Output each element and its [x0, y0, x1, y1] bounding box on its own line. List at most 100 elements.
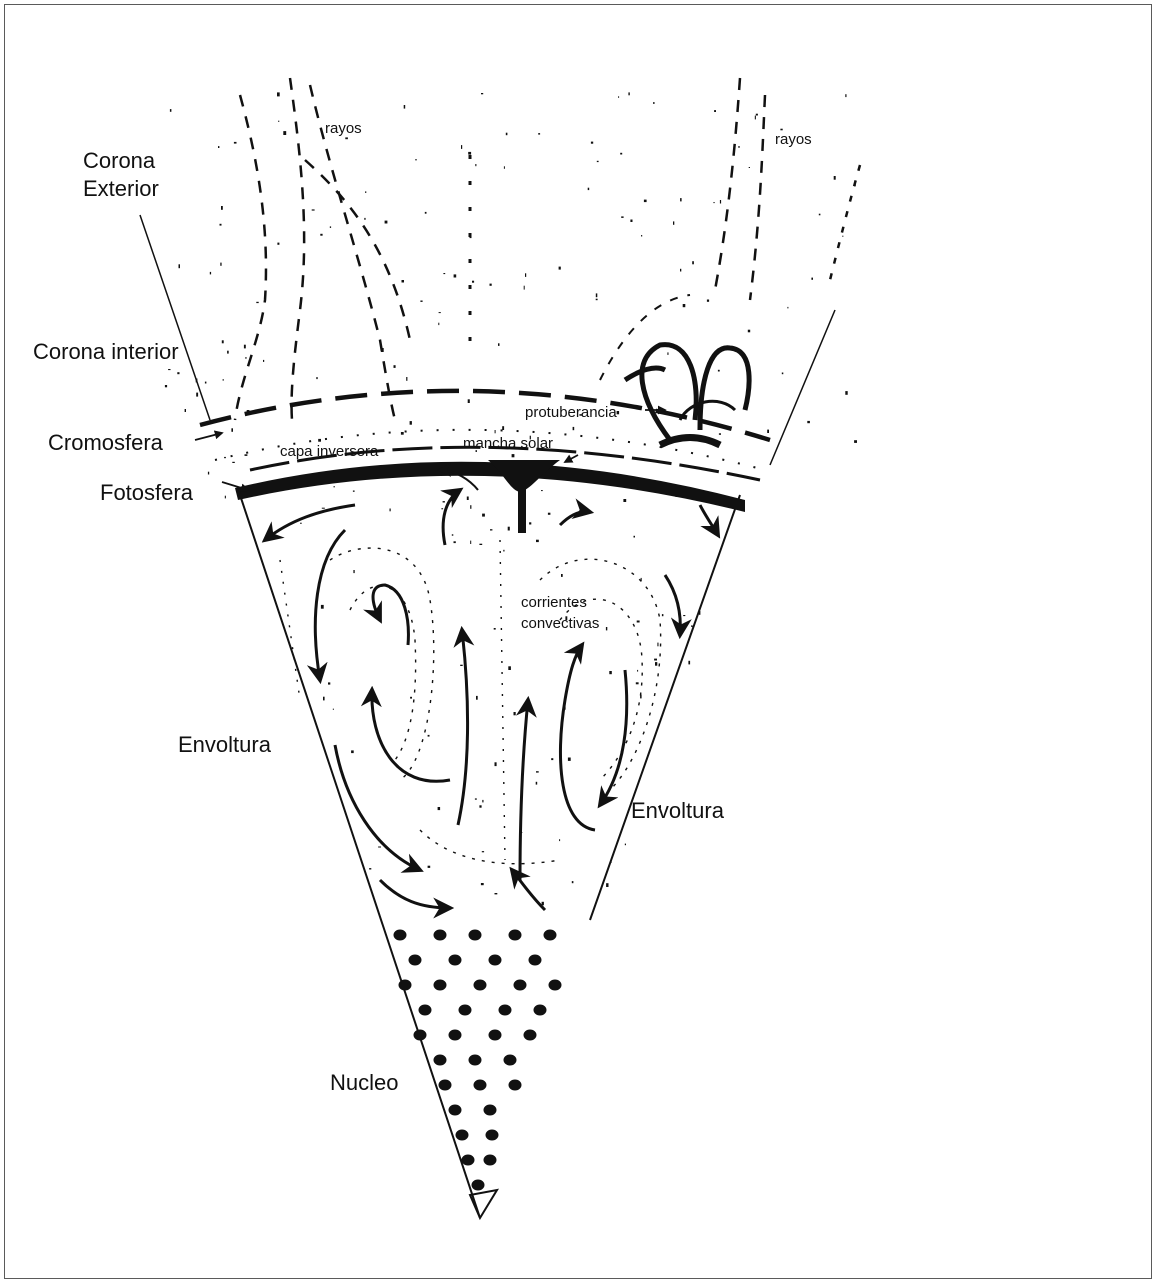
- speckle-dot: [692, 261, 694, 264]
- speckle-dot: [208, 472, 209, 475]
- core-dot: [459, 1005, 472, 1016]
- speckle-dot: [406, 377, 407, 381]
- speckle-dot: [536, 771, 539, 772]
- speckle-dot: [495, 430, 496, 433]
- speckle-dot: [443, 501, 445, 502]
- speckle-dot: [263, 360, 264, 362]
- speckle-dot: [498, 343, 500, 346]
- envelope-flow-lines: [280, 540, 661, 864]
- core-dot: [399, 980, 412, 991]
- speckle-dot: [394, 365, 396, 368]
- speckle-dot: [351, 750, 354, 753]
- speckle-dot: [683, 304, 686, 307]
- speckle-dot: [811, 278, 813, 280]
- speckle-dot: [283, 131, 286, 135]
- speckle-dot: [470, 541, 471, 544]
- speckle-dot: [707, 300, 709, 302]
- speckle-dot: [232, 462, 235, 463]
- speckle-dot: [225, 496, 226, 499]
- speckle-dot: [819, 214, 821, 216]
- speckle-dot: [256, 302, 258, 303]
- speckle-dot: [494, 628, 496, 630]
- speckle-dot: [502, 426, 504, 430]
- label-corona-interior: Corona interior: [33, 339, 179, 364]
- core-dot: [474, 1080, 487, 1091]
- speckle-dot: [504, 166, 505, 169]
- speckle-dot: [196, 393, 198, 397]
- speckle-dot: [636, 682, 639, 684]
- speckle-dot: [223, 379, 224, 380]
- speckle-dot: [210, 272, 211, 275]
- speckle-dot: [630, 220, 632, 223]
- speckle-dot: [476, 696, 478, 700]
- core-dot: [524, 1030, 537, 1041]
- speckle-dot: [220, 224, 222, 226]
- speckle-dot: [490, 529, 492, 530]
- core-dot: [534, 1005, 547, 1016]
- label-protuberancia: protuberancia: [525, 404, 617, 421]
- speckle-dot: [468, 399, 470, 403]
- speckle-dot: [231, 428, 233, 432]
- speckle-dot: [218, 146, 219, 148]
- speckle-dot: [514, 712, 516, 715]
- speckle-dot: [845, 94, 846, 97]
- speckle-dot: [657, 643, 658, 647]
- speckle-dot: [185, 409, 186, 412]
- core-dot: [489, 955, 502, 966]
- speckle-dot: [353, 570, 354, 573]
- speckle-dot: [278, 121, 279, 122]
- speckle-dot: [402, 280, 405, 283]
- speckle-dot: [845, 391, 847, 395]
- speckle-dot: [365, 191, 366, 193]
- speckle-dot: [625, 844, 626, 846]
- core-dot: [419, 1005, 432, 1016]
- speckle-dot: [597, 161, 599, 162]
- speckle-dot: [420, 301, 422, 302]
- speckle-dot: [680, 269, 681, 272]
- core-dot: [474, 980, 487, 991]
- speckle-dot: [673, 221, 674, 224]
- speckle-dot: [529, 522, 531, 524]
- core-dot: [469, 930, 482, 941]
- speckle-dot: [410, 421, 412, 425]
- speckle-dot: [165, 385, 167, 387]
- speckle-dot: [637, 621, 640, 623]
- label-envoltura-left: Envoltura: [178, 732, 272, 757]
- speckle-dot: [572, 881, 574, 883]
- core-dot: [434, 930, 447, 941]
- speckle-dot: [415, 159, 417, 160]
- speckle-dot: [245, 454, 248, 456]
- label-capa-inversora: capa inversora: [280, 443, 379, 460]
- core-dot: [484, 1155, 497, 1166]
- convection-currents: [265, 470, 718, 910]
- core-dot: [394, 930, 407, 941]
- speckle-dot: [323, 697, 325, 701]
- speckle-dot: [322, 508, 325, 509]
- core-dot: [414, 1030, 427, 1041]
- core-dot: [486, 1130, 499, 1141]
- speckle-dot: [807, 421, 810, 423]
- label-nucleo: Nucleo: [330, 1070, 398, 1095]
- speckle-dot: [481, 93, 483, 94]
- core-dot: [434, 1055, 447, 1066]
- core-dot: [449, 955, 462, 966]
- speckle-dot: [495, 762, 497, 766]
- speckle-dot: [713, 202, 714, 203]
- speckle-dot: [439, 312, 441, 313]
- speckle-dot: [573, 427, 575, 430]
- core-dot-pattern: [394, 930, 562, 1191]
- speckle-dot: [667, 352, 668, 355]
- speckle-dot: [755, 116, 756, 120]
- speckle-dot: [691, 625, 692, 627]
- speckle-dot: [591, 142, 593, 144]
- speckle-dot: [609, 671, 612, 674]
- speckle-dot: [330, 226, 331, 228]
- speckle-dot: [782, 373, 784, 375]
- speckle-dot: [618, 96, 619, 98]
- speckle-dot: [320, 234, 322, 236]
- speckle-dot: [680, 198, 682, 201]
- speckle-dot: [468, 152, 471, 155]
- core-dot: [544, 930, 557, 941]
- speckle-dot: [300, 523, 302, 524]
- core-dot: [484, 1105, 497, 1116]
